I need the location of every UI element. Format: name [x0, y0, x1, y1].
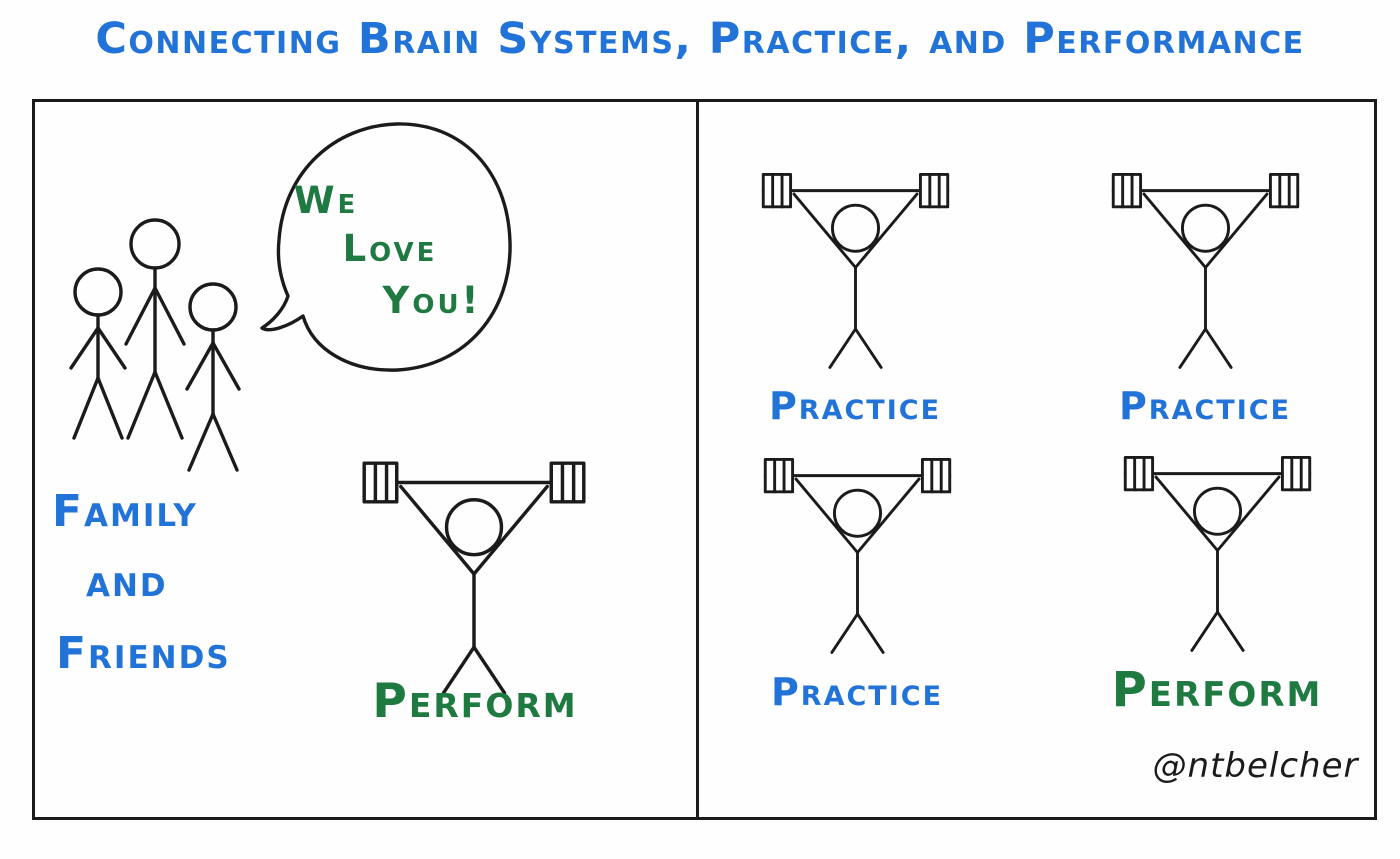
bubble-text-line3: You!: [382, 279, 482, 322]
bubble-text-line1: We: [294, 179, 359, 222]
family-label-line3: Friends: [56, 628, 231, 679]
weightlifter-practice-1: [753, 165, 958, 370]
weightlifter-practice-3: [755, 450, 960, 655]
bubble-text-line2: Love: [343, 227, 438, 270]
family-label-line1: Family: [52, 486, 198, 537]
page-title: Connecting Brain Systems, Practice, and …: [95, 14, 1305, 64]
stick-figure-1: [69, 267, 127, 440]
perform-label-right: Perform: [1111, 662, 1323, 718]
comic-frame: [32, 99, 1377, 820]
perform-label-left: Perform: [372, 674, 578, 729]
stick-figure-2: [124, 218, 186, 440]
practice-label-2: Practice: [1118, 384, 1292, 428]
weightlifter-practice-2: [1103, 165, 1308, 370]
practice-label-3: Practice: [770, 670, 944, 714]
artist-signature: @ntbelcher: [1152, 746, 1359, 786]
panel-divider: [696, 99, 699, 820]
family-label-line2: and: [86, 556, 168, 607]
speech-bubble-outline: [260, 122, 512, 372]
weightlifter-perform-right: [1115, 448, 1320, 653]
weightlifter-perform-left: [352, 452, 596, 696]
practice-label-1: Practice: [768, 384, 942, 428]
family-stick-figures-drawing: [69, 218, 241, 472]
speech-bubble: We Love You!: [260, 122, 512, 372]
stick-figure-3: [185, 282, 241, 472]
